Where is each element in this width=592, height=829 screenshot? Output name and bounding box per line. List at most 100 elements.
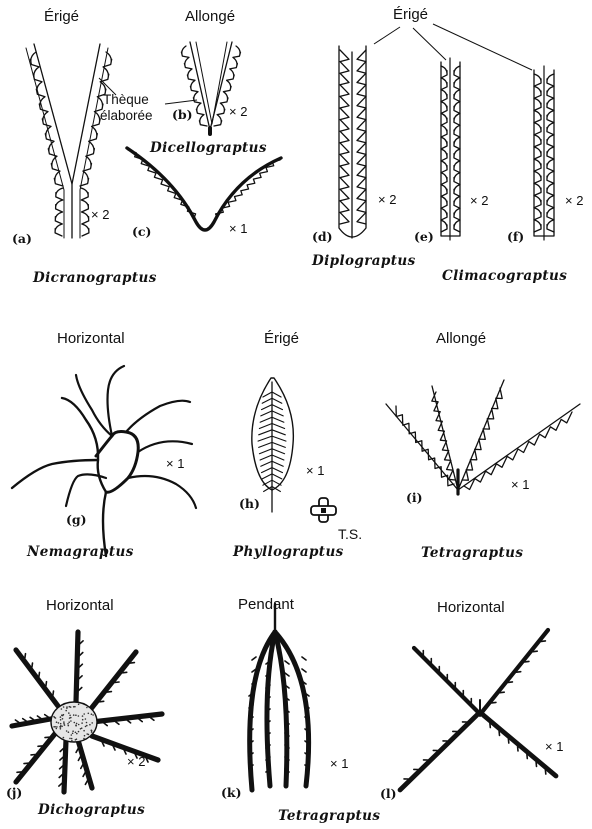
tetragraptus-l-stipe-3-thecae bbox=[404, 722, 467, 779]
stipple-dot bbox=[70, 720, 72, 722]
orientation-label-i: Allongé bbox=[436, 330, 486, 347]
dichograptus-stipe-2-thecae bbox=[100, 663, 135, 702]
dicellograptus-large-thecae-left bbox=[128, 150, 196, 218]
nemagraptus-branch-1 bbox=[62, 398, 106, 492]
stipple-dot bbox=[91, 730, 93, 732]
scale-label-g: × 1 bbox=[166, 456, 184, 471]
stipple-dot bbox=[85, 726, 87, 728]
tetragraptus-l-stipe-2 bbox=[482, 630, 548, 712]
panel-letter-b: (b) bbox=[172, 107, 193, 122]
stipple-dot bbox=[56, 721, 58, 723]
dichograptus-stipe-2 bbox=[90, 652, 136, 710]
stipple-dot bbox=[61, 708, 63, 710]
panel-letter-d: (d) bbox=[312, 229, 333, 244]
orientation-label-b: Allongé bbox=[185, 8, 235, 25]
label-pointers bbox=[99, 24, 532, 104]
nemagraptus-branch-6 bbox=[126, 401, 190, 432]
stipple-dot bbox=[63, 737, 65, 739]
stipple-dot bbox=[83, 730, 85, 732]
scale-label-e: × 2 bbox=[470, 193, 488, 208]
dicellograptus-large-thecae-right bbox=[216, 160, 280, 218]
climacograptus-f-thecae-left bbox=[534, 74, 541, 232]
stipple-dot bbox=[70, 706, 72, 708]
dicellograptus-large-stipes bbox=[127, 148, 281, 230]
genus-dichograptus: Dichograptus bbox=[38, 802, 145, 818]
stipple-dot bbox=[72, 733, 74, 735]
stipple-dot bbox=[82, 715, 84, 717]
stipple-dot bbox=[83, 713, 85, 715]
stipple-dot bbox=[92, 714, 94, 716]
stipple-dot bbox=[78, 731, 80, 733]
stipple-dot bbox=[75, 732, 77, 734]
panel-letter-k: (k) bbox=[221, 785, 242, 800]
stipple-dot bbox=[78, 715, 80, 717]
stipple-dot bbox=[85, 718, 87, 720]
stipple-dot bbox=[64, 724, 66, 726]
stipple-dot bbox=[60, 728, 62, 730]
orientation-label-l: Horizontal bbox=[437, 599, 505, 616]
nemagraptus-branch-8 bbox=[128, 476, 196, 508]
stipple-dot bbox=[75, 714, 77, 716]
stipple-dot bbox=[65, 710, 67, 712]
cross-section-label: T.S. bbox=[338, 526, 362, 542]
dichograptus-stipe-6 bbox=[64, 740, 66, 792]
panel-letter-i: (i) bbox=[406, 490, 423, 505]
dichograptus-stipe-9-thecae bbox=[25, 654, 54, 696]
orientation-label-k: Pendant bbox=[238, 596, 294, 613]
stipple-dot bbox=[60, 719, 62, 721]
phyllograptus-cross-section bbox=[311, 498, 336, 522]
stipple-dot bbox=[63, 721, 65, 723]
stipple-dot bbox=[84, 735, 86, 737]
dichograptus-stipe-5 bbox=[78, 740, 92, 788]
panel-letter-l: (l) bbox=[380, 786, 397, 801]
stipple-dot bbox=[86, 722, 88, 724]
stipple-dot bbox=[53, 716, 55, 718]
stipple-dot bbox=[69, 715, 71, 717]
tetragraptus-l-stipe-2-thecae bbox=[492, 641, 546, 703]
stipple-dot bbox=[76, 733, 78, 735]
stipple-dot bbox=[60, 716, 62, 718]
stipple-dot bbox=[68, 721, 70, 723]
scale-label-a: × 2 bbox=[91, 207, 109, 222]
stipple-dot bbox=[91, 713, 93, 715]
stipple-dot bbox=[62, 718, 64, 720]
stipple-dot bbox=[68, 731, 70, 733]
dicranograptus-thecae-biserial-left bbox=[55, 188, 63, 236]
dicranograptus-thecae-left bbox=[30, 52, 63, 186]
stipple-dot bbox=[69, 717, 71, 719]
stipple-dot bbox=[61, 726, 63, 728]
stipple-dot bbox=[88, 713, 90, 715]
tetragraptus-l-stipe-1 bbox=[414, 648, 478, 712]
genus-dicellograptus: Dicellograptus bbox=[150, 140, 267, 156]
tetragraptus-l-stipe-4-thecae bbox=[490, 723, 546, 774]
scale-label-d: × 2 bbox=[378, 192, 396, 207]
genus-phyllograptus: Phyllograptus bbox=[233, 544, 344, 560]
stipple-dot bbox=[81, 722, 83, 724]
stipple-dot bbox=[76, 738, 78, 740]
panel-letter-f: (f) bbox=[507, 229, 524, 244]
scale-label-f: × 2 bbox=[565, 193, 583, 208]
stipple-dot bbox=[74, 722, 76, 724]
theca-annotation: Thèque élaborée bbox=[100, 92, 153, 124]
dichograptus-stipe-7-thecae bbox=[17, 737, 49, 772]
stipple-dot bbox=[78, 724, 80, 726]
stipple-dot bbox=[73, 714, 75, 716]
nemagraptus-branch-7 bbox=[138, 441, 192, 452]
stipple-dot bbox=[71, 738, 73, 740]
panel-letter-j: (j) bbox=[6, 785, 22, 800]
stipple-dot bbox=[56, 726, 58, 728]
stipple-dot bbox=[68, 712, 70, 714]
genus-dicranograptus: Dicranograptus bbox=[33, 270, 157, 286]
stipple-dot bbox=[73, 706, 75, 708]
dicranograptus-stipe-right-inner bbox=[72, 44, 100, 184]
orientation-label-a: Érigé bbox=[44, 8, 79, 25]
theca-annotation-line1: Thèque bbox=[100, 92, 153, 108]
stipple-dot bbox=[91, 731, 93, 733]
scale-label-b: × 2 bbox=[229, 104, 247, 119]
stipple-dot bbox=[88, 734, 90, 736]
dicranograptus-thecae-biserial-right bbox=[81, 188, 89, 236]
dichograptus-stipe-4 bbox=[92, 736, 158, 760]
genus-diplograptus: Diplograptus bbox=[312, 253, 416, 269]
scale-label-k: × 1 bbox=[330, 756, 348, 771]
